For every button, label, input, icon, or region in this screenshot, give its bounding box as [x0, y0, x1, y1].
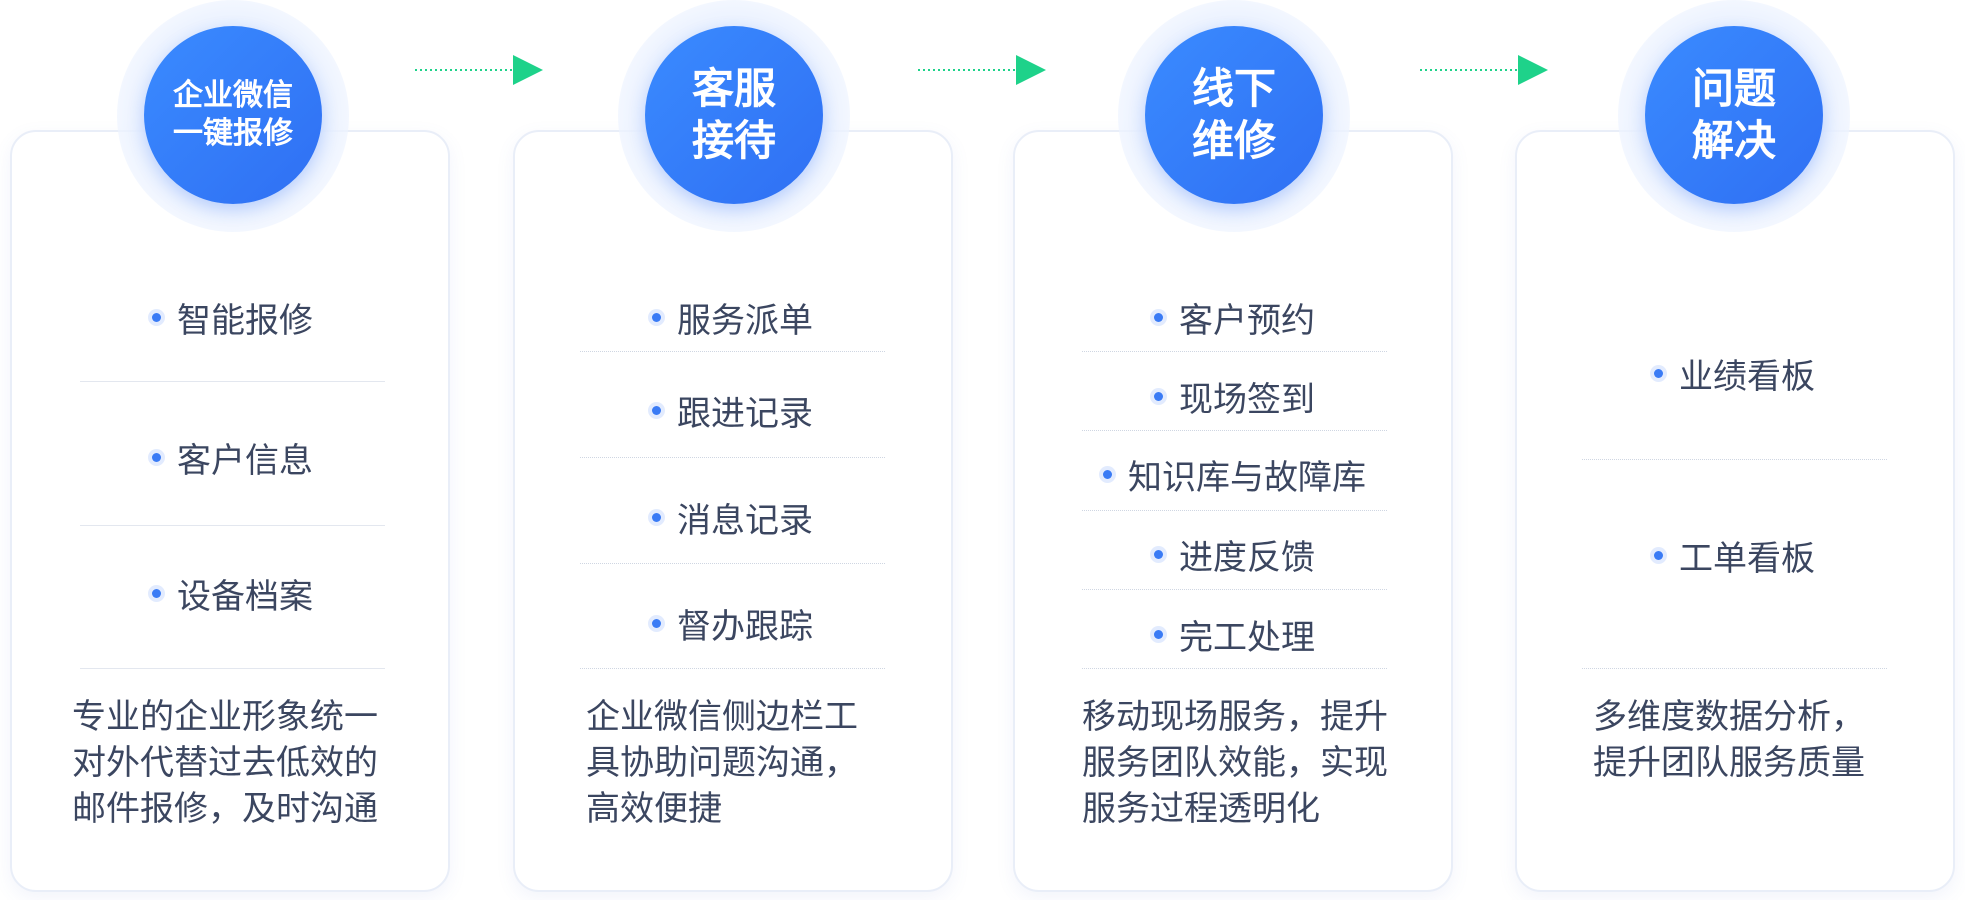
bullet-dot-icon [1654, 368, 1663, 378]
bullet-dot-icon [1103, 469, 1112, 479]
step3-item-3: 知识库与故障库 [1082, 449, 1387, 499]
step-title-line: 企业微信 [173, 78, 293, 113]
step2-item-3: 消息记录 [580, 492, 885, 542]
step-circle-1: 企业微信 一键报修 [144, 26, 322, 204]
separator [580, 668, 885, 669]
step3-item-5: 完工处理 [1082, 609, 1387, 659]
separator [580, 351, 885, 352]
step-card-4 [1515, 130, 1955, 892]
bullet-dot-icon [1654, 550, 1663, 560]
step-title-line: 客服 [691, 64, 776, 113]
item-label: 进度反馈 [1179, 537, 1315, 578]
separator [1082, 668, 1387, 669]
step1-item-2: 客户信息 [80, 432, 385, 482]
step-title-line: 解决 [1691, 116, 1776, 165]
step1-description: 专业的企业形象统一 对外代替过去低效的 邮件报修，及时沟通 [72, 694, 378, 832]
step4-item-1: 业绩看板 [1582, 348, 1887, 398]
separator [1082, 589, 1387, 590]
description-line: 提升团队服务质量 [1593, 743, 1865, 783]
arrow-icon [415, 55, 543, 85]
separator [1582, 668, 1887, 669]
bullet-dot-icon [152, 588, 161, 598]
step2-description: 企业微信侧边栏工 具协助问题沟通， 高效便捷 [586, 694, 858, 832]
description-line: 服务过程透明化 [1082, 789, 1320, 829]
bullet-dot-icon [1154, 391, 1163, 401]
bullet-dot-icon [652, 618, 661, 628]
item-label: 设备档案 [177, 576, 313, 617]
step1-item-3: 设备档案 [80, 568, 385, 618]
description-line: 具协助问题沟通， [586, 743, 858, 783]
separator [1082, 510, 1387, 511]
step-circle-3: 线下 维修 [1145, 26, 1323, 204]
item-label: 智能报修 [177, 300, 313, 341]
step-card-3 [1013, 130, 1453, 892]
step-card-1 [10, 130, 450, 892]
item-label: 客户预约 [1179, 300, 1315, 341]
separator [80, 525, 385, 526]
separator [1082, 351, 1387, 352]
item-label: 消息记录 [677, 500, 813, 541]
description-line: 多维度数据分析， [1593, 697, 1865, 737]
step-circle-2: 客服 接待 [645, 26, 823, 204]
separator [580, 563, 885, 564]
item-label: 服务派单 [677, 300, 813, 341]
step-title-line: 线下 [1191, 64, 1276, 113]
item-label: 完工处理 [1179, 617, 1315, 658]
bullet-dot-icon [1154, 629, 1163, 639]
step-circle-4: 问题 解决 [1645, 26, 1823, 204]
step2-item-2: 跟进记录 [580, 385, 885, 435]
step-title-line: 维修 [1191, 116, 1276, 165]
description-line: 高效便捷 [586, 789, 722, 829]
bullet-dot-icon [1154, 312, 1163, 322]
description-line: 对外代替过去低效的 [72, 743, 378, 783]
separator [1082, 430, 1387, 431]
bullet-dot-icon [1154, 549, 1163, 559]
item-label: 业绩看板 [1679, 356, 1815, 397]
step3-item-1: 客户预约 [1082, 292, 1387, 342]
step-title-line: 接待 [691, 116, 776, 165]
separator [80, 381, 385, 382]
step3-item-4: 进度反馈 [1082, 529, 1387, 579]
item-label: 跟进记录 [677, 393, 813, 434]
step2-item-4: 督办跟踪 [580, 598, 885, 648]
step2-item-1: 服务派单 [580, 292, 885, 342]
item-label: 工单看板 [1679, 538, 1815, 579]
separator [80, 668, 385, 669]
step3-description: 移动现场服务，提升 服务团队效能，实现 服务过程透明化 [1082, 694, 1388, 832]
step4-description: 多维度数据分析， 提升团队服务质量 [1593, 694, 1865, 786]
arrow-icon [918, 55, 1046, 85]
description-line: 移动现场服务，提升 [1082, 697, 1388, 737]
bullet-dot-icon [652, 405, 661, 415]
bullet-dot-icon [652, 312, 661, 322]
separator [580, 457, 885, 458]
step3-item-2: 现场签到 [1082, 371, 1387, 421]
bullet-dot-icon [652, 512, 661, 522]
description-line: 企业微信侧边栏工 [586, 697, 858, 737]
description-line: 专业的企业形象统一 [72, 697, 378, 737]
bullet-dot-icon [152, 312, 161, 322]
description-line: 邮件报修，及时沟通 [72, 789, 378, 829]
step4-item-2: 工单看板 [1582, 530, 1887, 580]
step-title-line: 一键报修 [173, 116, 293, 151]
item-label: 客户信息 [177, 440, 313, 481]
item-label: 现场签到 [1179, 379, 1315, 420]
description-line: 服务团队效能，实现 [1082, 743, 1388, 783]
arrow-icon [1420, 55, 1548, 85]
item-label: 知识库与故障库 [1128, 457, 1366, 498]
bullet-dot-icon [152, 452, 161, 462]
step1-item-1: 智能报修 [80, 292, 385, 342]
step-title-line: 问题 [1691, 64, 1776, 113]
item-label: 督办跟踪 [677, 606, 813, 647]
separator [1582, 459, 1887, 460]
